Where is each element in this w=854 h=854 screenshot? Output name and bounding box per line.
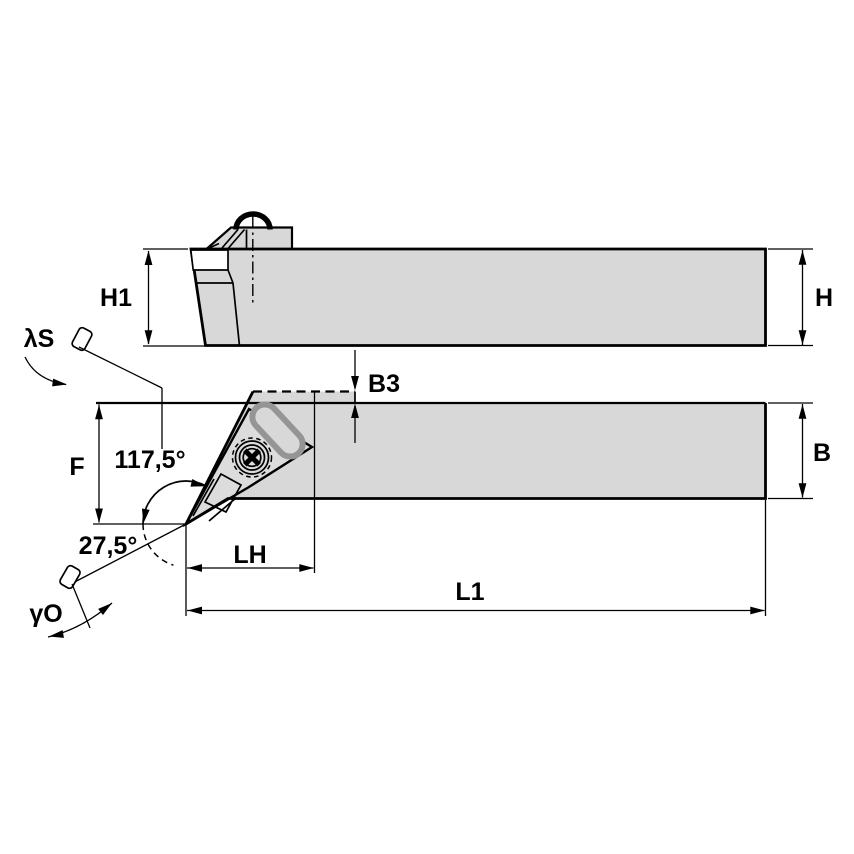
clamp-side-fill [206, 227, 292, 249]
side-view [189, 211, 767, 347]
label-h: H [815, 284, 833, 312]
dimension-h: H [768, 248, 833, 347]
lead-angle-line [65, 523, 187, 588]
arrowhead-icon [798, 404, 807, 419]
insert-section-icon [71, 326, 93, 352]
shim-seat-lines [196, 269, 241, 347]
angle-dimensions: 117,5° 27,5° [65, 446, 207, 588]
shank-side-outline [189, 247, 767, 347]
arrowhead-icon [139, 508, 150, 525]
arrowhead-icon [798, 250, 807, 265]
clamp-screw-icon [231, 437, 273, 478]
arrowhead-icon [95, 508, 103, 523]
label-h1: H1 [100, 284, 132, 312]
shank-plan-outline [185, 403, 767, 526]
dimension-b3: B3 [351, 350, 400, 443]
clamp-knob-icon [233, 211, 273, 230]
arrowhead-icon [187, 606, 202, 615]
head-plan-outline [184, 390, 255, 525]
dimension-lh: LH [185, 391, 316, 616]
insert-section-icon [59, 564, 81, 590]
rake-detail: γO [29, 564, 115, 641]
arrowhead-icon [750, 606, 765, 615]
label-included-angle: 117,5° [114, 446, 185, 474]
dimension-f: F [69, 404, 186, 525]
label-l1: L1 [455, 578, 484, 606]
label-lead-angle: 27,5° [79, 532, 138, 560]
dimension-l1: L1 [187, 500, 767, 616]
angle-arc-lead [142, 523, 174, 566]
dimension-b: B [768, 402, 831, 500]
clamp-side-detail [206, 228, 248, 250]
shank-side-fill [191, 249, 766, 346]
arrowhead-icon [351, 376, 359, 391]
inclination-arc [24, 356, 67, 386]
inclination-detail: λS [24, 325, 163, 449]
dimension-h1: H1 [100, 248, 205, 347]
insert-chipbreaker-lines [192, 472, 243, 522]
label-b3: B3 [368, 370, 400, 398]
clamp-lever [249, 401, 306, 460]
arrowhead-icon [144, 250, 153, 265]
label-b: B [813, 439, 831, 467]
clamp-side-outline [205, 226, 294, 250]
insert-pocket-side [189, 249, 229, 271]
label-inclination: λS [24, 325, 55, 353]
plan-view [96, 390, 767, 528]
arrowhead-icon [798, 483, 807, 498]
label-rake: γO [29, 600, 62, 628]
arrowhead-icon [48, 630, 64, 641]
arrowhead-icon [52, 378, 68, 389]
shank-plan-fill [300, 403, 766, 499]
arrowhead-icon [187, 564, 202, 572]
arrowhead-icon [144, 330, 153, 345]
arrowhead-icon [95, 404, 103, 420]
label-f: F [69, 453, 84, 481]
label-lh: LH [233, 541, 266, 569]
arrowhead-icon [299, 564, 314, 572]
arrowhead-icon [798, 330, 807, 345]
